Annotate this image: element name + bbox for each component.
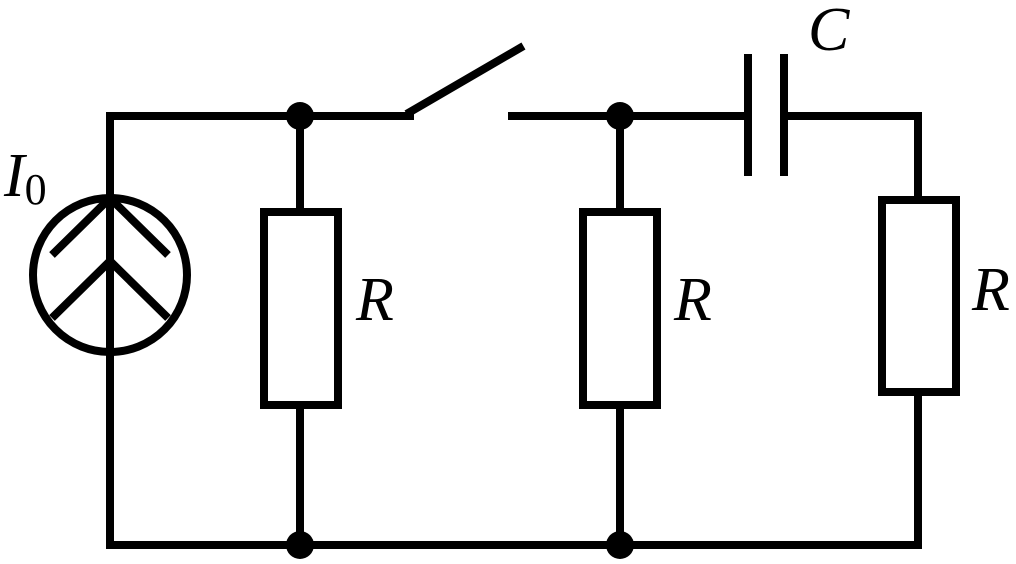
junction-node-top-left <box>286 102 314 130</box>
resistor-2-label: R <box>673 266 712 334</box>
source-label-subscript: 0 <box>25 165 47 214</box>
current-source-arrow-upper <box>49 192 171 258</box>
resistor-1-label: R <box>355 266 394 334</box>
capacitor-label: C <box>808 0 850 64</box>
resistor-1 <box>260 208 342 409</box>
junction-node-top-middle <box>606 102 634 130</box>
source-label-letter: I <box>3 142 28 210</box>
current-source-arrow-lower <box>49 255 171 321</box>
resistor-3-label: R <box>971 256 1010 324</box>
resistor-2 <box>579 208 661 409</box>
resistor-3 <box>878 196 960 396</box>
current-source <box>29 192 191 356</box>
junction-node-bottom-left <box>286 531 314 559</box>
switch-blade <box>404 42 526 118</box>
junction-node-bottom-middle <box>606 531 634 559</box>
source-label: I0 <box>3 142 47 214</box>
